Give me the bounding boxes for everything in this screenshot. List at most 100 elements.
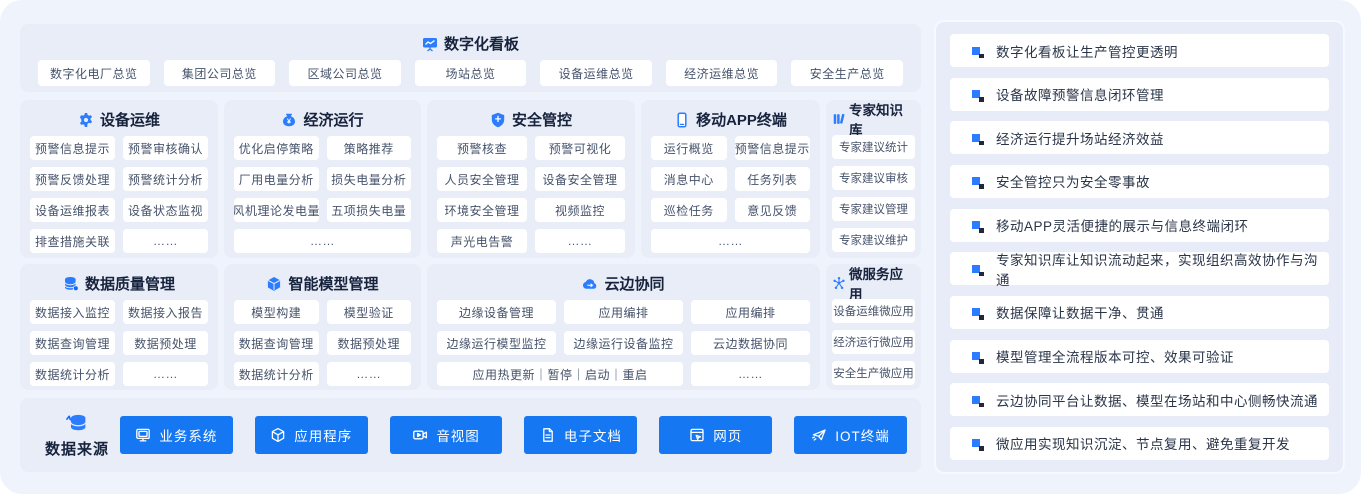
feature-chip[interactable]: 任务列表 <box>734 167 810 191</box>
feature-chip[interactable]: 专家建议维护 <box>832 228 915 252</box>
mobile-app-title-label: 移动APP终端 <box>696 112 787 129</box>
source-button-label: 音视图 <box>436 429 480 444</box>
economic-operation-features: 优化启停策略策略推荐厂用电量分析损失电量分析风机理论发电量五项损失电量 …… <box>234 136 411 253</box>
digital-dashboard-title-label: 数字化看板 <box>443 36 519 53</box>
dashboard-overview-button[interactable]: 安全生产总览 <box>791 60 904 86</box>
feature-chip[interactable]: 厂用电量分析 <box>234 167 319 191</box>
double-square-bullet-icon <box>972 395 984 408</box>
dashboard-overview-button[interactable]: 集团公司总览 <box>163 60 276 86</box>
feature-chip[interactable]: 模型验证 <box>326 300 411 324</box>
double-square-bullet-icon <box>972 308 984 320</box>
feature-chip[interactable]: 设备安全管理 <box>535 167 625 191</box>
highlights-panel: 数字化看板让生产管控更透明 设备故障预警信息闭环管理 经济运行提升场站经济效益 … <box>934 20 1345 474</box>
feature-chip[interactable]: …… <box>234 229 411 253</box>
feature-chip[interactable]: 数据接入监控 <box>30 300 115 324</box>
source-button-label: 网页 <box>713 429 743 444</box>
feature-chip[interactable]: 模型构建 <box>234 300 319 324</box>
feature-chip[interactable]: 环境安全管理 <box>437 198 527 222</box>
mobile-icon <box>677 111 687 128</box>
feature-chip[interactable]: 五项损失电量 <box>326 198 411 222</box>
feature-chip[interactable]: 边缘运行设备监控 <box>564 331 683 355</box>
feature-chip[interactable]: 边缘运行模型监控 <box>437 331 556 355</box>
feature-chip[interactable]: 人员安全管理 <box>437 167 527 191</box>
feature-chip[interactable]: 消息中心 <box>651 167 727 191</box>
source-button-iot-terminal[interactable]: IOT终端 <box>794 416 907 454</box>
section-digital-dashboard: 数字化看板 数字化电厂总览集团公司总览区域公司总览场站总览设备运维总览经济运维总… <box>20 24 921 92</box>
feature-chip[interactable]: 数据预处理 <box>326 331 411 355</box>
feature-chip[interactable]: 预警核查 <box>437 136 527 160</box>
feature-chip[interactable]: 专家建议审核 <box>832 166 915 190</box>
source-button-audio-video[interactable]: 音视图 <box>389 416 503 454</box>
feature-chip[interactable]: 预警可视化 <box>535 136 625 160</box>
feature-chip[interactable]: 预警信息提示 <box>30 136 115 160</box>
dashboard-overview-button[interactable]: 数字化电厂总览 <box>38 60 150 86</box>
feature-chip[interactable]: 运行概览 <box>651 136 727 160</box>
feature-chip[interactable]: 巡检任务 <box>651 198 727 222</box>
feature-chip[interactable]: 专家建议统计 <box>832 135 915 159</box>
data-sources-label: 数据来源 <box>34 411 120 459</box>
feature-chip[interactable]: …… <box>123 229 208 253</box>
data-source-buttons: 业务系统 应用程序 音视图 电子文档 网页 IOT终端 <box>120 416 907 454</box>
feature-chip[interactable]: 损失电量分析 <box>326 167 411 191</box>
feature-chip[interactable]: 云边数据协同 <box>691 331 810 355</box>
feature-chip[interactable]: …… <box>535 229 625 253</box>
feature-chip[interactable]: 专家建议管理 <box>832 197 915 221</box>
source-button-webpage[interactable]: 网页 <box>659 416 773 454</box>
cloud-icon <box>583 278 597 289</box>
expert-knowledge-title-label: 专家知识库 <box>849 102 903 138</box>
feature-chip[interactable]: 数据查询管理 <box>234 331 319 355</box>
feature-chip[interactable]: 应用热更新｜暂停｜启动｜重启 <box>437 362 683 386</box>
feature-chip[interactable]: 声光电告警 <box>437 229 527 253</box>
section-data-quality: 数据质量管理 数据接入监控数据接入报告数据查询管理数据预处理数据统计分析 …… <box>20 264 218 390</box>
section-microservices: 微服务应用 设备运维微应用经济运行微应用安全生产微应用 <box>826 264 921 390</box>
feature-chip[interactable]: …… <box>326 362 411 386</box>
source-button-label: 应用程序 <box>294 429 353 444</box>
feature-chip[interactable]: 应用编排 <box>564 300 683 324</box>
dashboard-overview-button[interactable]: 经济运维总览 <box>665 60 778 86</box>
feature-chip[interactable]: 数据统计分析 <box>234 362 319 386</box>
section-safety-control: 安全管控 预警核查预警可视化人员安全管理设备安全管理环境安全管理视频监控声光电告… <box>427 100 635 258</box>
app-cube-icon <box>271 427 285 443</box>
feature-chip[interactable]: 边缘设备管理 <box>437 300 556 324</box>
feature-chip[interactable]: 数据预处理 <box>123 331 208 355</box>
feature-chip[interactable]: …… <box>651 229 810 253</box>
dashboard-overview-button[interactable]: 区域公司总览 <box>289 60 401 86</box>
books-icon <box>833 113 845 124</box>
highlight-item: 经济运行提升场站经济效益 <box>950 121 1329 155</box>
feature-chip[interactable]: 预警反馈处理 <box>30 167 115 191</box>
feature-chip[interactable]: 策略推荐 <box>326 136 411 160</box>
data-quality-title: 数据质量管理 <box>30 273 208 294</box>
highlight-item: 云边协同平台让数据、模型在场站和中心侧畅快流通 <box>950 383 1329 417</box>
feature-chip[interactable]: 安全生产微应用 <box>832 361 915 385</box>
highlight-text: 数字化看板让生产管控更透明 <box>996 44 1178 60</box>
feature-chip[interactable]: 数据接入报告 <box>123 300 208 324</box>
dashboard-overview-button[interactable]: 场站总览 <box>414 60 527 86</box>
feature-chip[interactable]: 视频监控 <box>535 198 625 222</box>
feature-chip[interactable]: 排查措施关联 <box>30 229 115 253</box>
source-button-label: 电子文档 <box>563 429 622 444</box>
feature-chip[interactable]: 设备运维微应用 <box>832 299 915 323</box>
dashboard-overview-button[interactable]: 设备运维总览 <box>540 60 652 86</box>
svg-text:¥: ¥ <box>287 116 292 125</box>
feature-chip[interactable]: 预警统计分析 <box>123 167 208 191</box>
feature-chip[interactable]: …… <box>123 362 208 386</box>
source-button-applications[interactable]: 应用程序 <box>254 416 368 454</box>
feature-chip[interactable]: 优化启停策略 <box>234 136 319 160</box>
feature-chip[interactable]: 设备状态监视 <box>123 198 208 222</box>
feature-chip[interactable]: 设备运维报表 <box>30 198 115 222</box>
feature-chip[interactable]: 风机理论发电量 <box>234 198 319 222</box>
model-management-title-label: 智能模型管理 <box>288 276 379 293</box>
section-expert-knowledge: 专家知识库 专家建议统计专家建议审核专家建议管理专家建议维护 <box>826 100 921 258</box>
highlight-item: 数据保障让数据干净、贯通 <box>950 295 1329 329</box>
feature-chip[interactable]: 预警信息提示 <box>734 136 810 160</box>
source-button-edocuments[interactable]: 电子文档 <box>524 416 638 454</box>
feature-chip[interactable]: 意见反馈 <box>734 198 810 222</box>
feature-chip[interactable]: 经济运行微应用 <box>832 330 915 354</box>
feature-chip[interactable]: …… <box>691 362 810 386</box>
feature-chip[interactable]: 数据查询管理 <box>30 331 115 355</box>
source-button-business-system[interactable]: 业务系统 <box>120 416 233 454</box>
expert-knowledge-features: 专家建议统计专家建议审核专家建议管理专家建议维护 <box>832 135 915 252</box>
feature-chip[interactable]: 预警审核确认 <box>123 136 208 160</box>
feature-chip[interactable]: 应用编排 <box>691 300 810 324</box>
feature-chip[interactable]: 数据统计分析 <box>30 362 115 386</box>
